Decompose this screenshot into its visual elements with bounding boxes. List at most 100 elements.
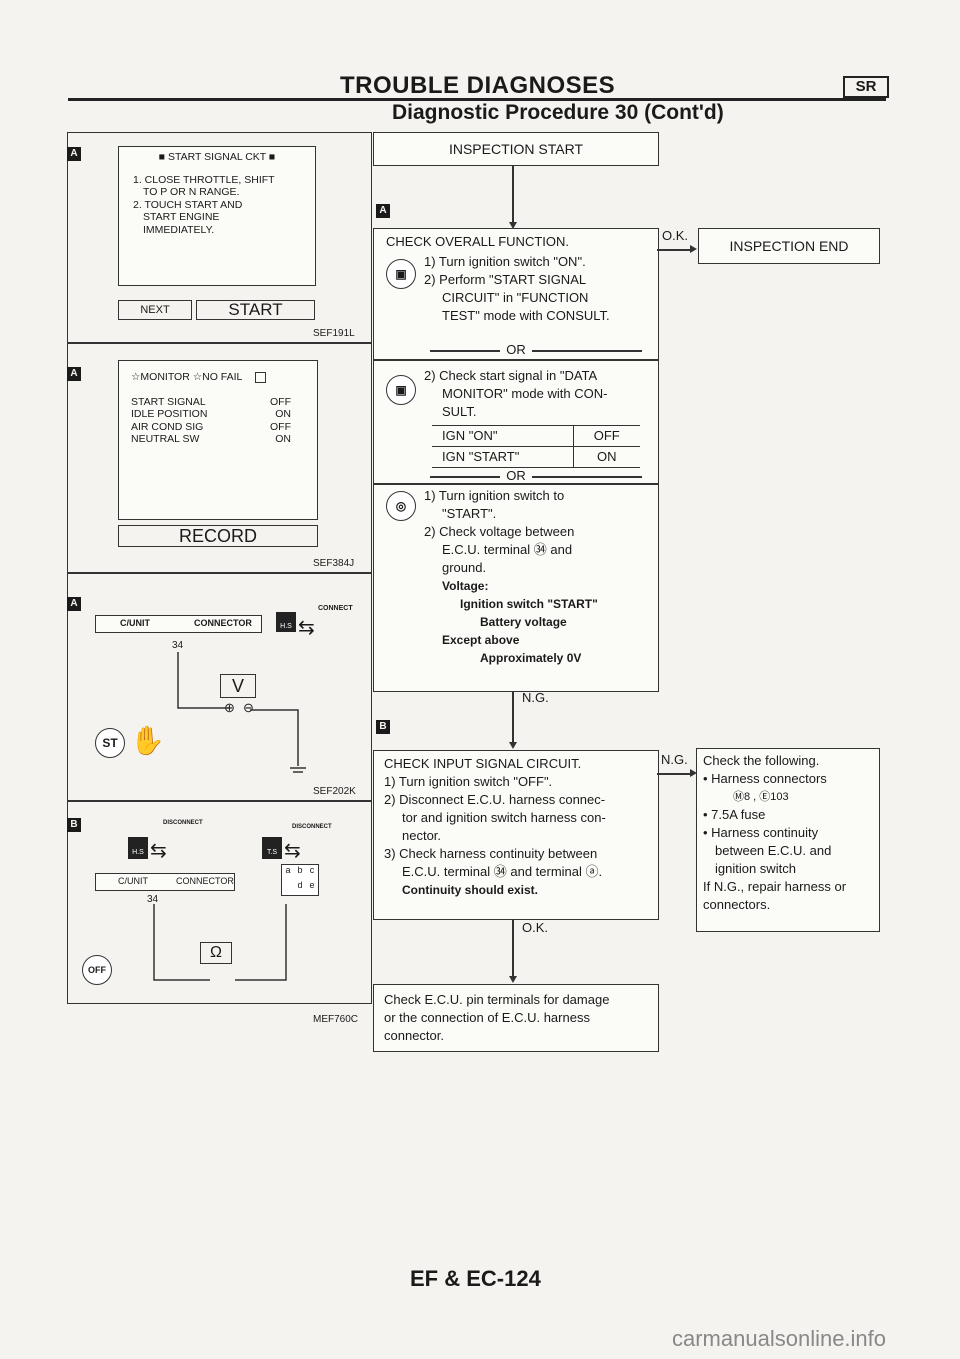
minus-terminal-icon: ⊖ <box>243 700 254 715</box>
monitor-label: IDLE POSITION <box>131 408 208 420</box>
final-line-2: or the connection of E.C.U. harness <box>384 1010 590 1025</box>
check-input-box: CHECK INPUT SIGNAL CIRCUIT. 1) Turn igni… <box>373 750 659 920</box>
panel-divider-2 <box>67 572 372 574</box>
arrow-right-icon <box>690 769 697 777</box>
step-1b: TO P OR N RANGE. <box>143 186 240 198</box>
figure-code-3: SEF202K <box>313 786 356 797</box>
header-rule <box>68 98 886 101</box>
following-item: • Harness connectors <box>703 771 827 786</box>
panel3-badge: A <box>67 597 81 611</box>
step-2: 2. TOUCH START AND <box>133 198 243 211</box>
monitor-label: START SIGNAL <box>131 395 206 408</box>
plug-icon: ⇆ <box>150 840 167 862</box>
voltmeter-icon: V <box>220 674 256 698</box>
connector-line <box>512 920 514 978</box>
plug-icon: ⇆ <box>298 617 315 639</box>
panel-divider-3 <box>67 800 372 802</box>
page-number: EF & EC-124 <box>410 1266 541 1291</box>
continuity-requirement: Continuity should exist. <box>402 883 539 897</box>
approx-voltage-value: Approximately 0V <box>480 651 582 665</box>
pin-label: a <box>285 865 291 875</box>
panel4-badge: B <box>67 818 81 832</box>
except-condition: Except above <box>442 633 520 647</box>
ts-connector-icon: T.S <box>262 837 282 859</box>
monitor-label: AIR COND SIG <box>131 420 204 433</box>
check-following-box: Check the following. • Harness connector… <box>696 748 880 932</box>
figure-code-4: MEF760C <box>313 1014 359 1025</box>
arrow-down-icon <box>509 976 517 983</box>
monitor-value: ON <box>275 408 291 420</box>
table-cell: OFF <box>572 425 640 447</box>
ign-start-condition: Ignition switch "START" <box>460 597 598 611</box>
connector-icon: H.S <box>276 612 296 632</box>
ok-label: O.K. <box>662 228 689 243</box>
connector-line <box>657 773 691 775</box>
disconnect-label-1: DISCONNECT <box>163 820 203 826</box>
figure-code-1: SEF191L <box>313 328 355 339</box>
probe-wiring <box>177 652 306 773</box>
pin-number: 34 <box>147 894 159 905</box>
start-button[interactable]: START <box>196 300 315 320</box>
input-step-1: 1) Turn ignition switch "OFF". <box>384 774 553 789</box>
next-button[interactable]: NEXT <box>118 300 192 320</box>
ignition-start-icon: ST <box>95 728 125 758</box>
ignition-off-icon: OFF <box>82 955 112 985</box>
final-check-box: Check E.C.U. pin terminals for damage or… <box>373 984 659 1052</box>
multimeter-icon: ◎ <box>386 491 416 521</box>
panel1-badge: A <box>67 147 81 161</box>
input-step-2c: nector. <box>402 828 442 843</box>
voltage-step-2: 2) Check voltage between <box>424 524 575 539</box>
connector-ids: Ⓜ8 , Ⓔ103 <box>733 791 789 803</box>
monitor-value: OFF <box>270 420 291 433</box>
following-item: • Harness continuity <box>703 825 819 840</box>
voltage-step-2b: E.C.U. terminal ㉞ and <box>442 542 573 557</box>
monitor-step: 2) Check start signal in "DATA <box>424 368 598 383</box>
inspection-start-box: INSPECTION START <box>373 132 659 166</box>
cunit-connector-bar: C/UNIT CONNECTOR <box>95 615 262 633</box>
step-2b: START ENGINE <box>143 211 220 223</box>
monitor-value: OFF <box>270 395 291 408</box>
arrow-right-icon <box>690 245 697 253</box>
pin-label: b <box>297 865 303 875</box>
overall-step-1: 1) Turn ignition switch "ON". <box>424 254 586 269</box>
consult-icon: ▣ <box>386 259 416 289</box>
watermark: carmanualsonline.info <box>672 1326 887 1351</box>
pin-number: 34 <box>172 640 184 651</box>
panel-divider-1 <box>67 342 372 344</box>
monitor-step-c: SULT. <box>442 404 477 419</box>
cunit-connector-bar: C/UNIT CONNECTOR <box>95 873 235 891</box>
final-line-3: connector. <box>384 1028 444 1043</box>
connect-label: CONNECT <box>318 605 353 612</box>
input-step-3: 3) Check harness continuity between <box>384 846 598 861</box>
step-2c: IMMEDIATELY. <box>143 223 215 236</box>
monitor-label: NEUTRAL SW <box>131 433 200 445</box>
section-code-badge: SR <box>843 76 889 98</box>
connector-line <box>657 249 691 251</box>
cunit-label: C/UNIT <box>120 618 150 628</box>
pin-label: c <box>309 865 315 875</box>
following-item-b: between E.C.U. and <box>715 843 832 858</box>
record-button[interactable]: RECORD <box>118 525 318 547</box>
flow-badge-a: A <box>376 204 390 218</box>
screen-title: ■ START SIGNAL CKT ■ <box>158 151 276 163</box>
continuity-wiring <box>153 904 287 981</box>
checkbox-icon <box>254 371 266 383</box>
check-input-title: CHECK INPUT SIGNAL CIRCUIT. <box>384 756 582 771</box>
repair-note-b: connectors. <box>703 897 771 912</box>
connector-line <box>512 692 514 744</box>
input-step-3b: E.C.U. terminal ㉞ and terminal ⓐ. <box>402 864 603 879</box>
connector-line <box>512 166 514 224</box>
following-item: • 7.5A fuse <box>703 807 766 822</box>
connector-label: CONNECTOR <box>176 876 234 886</box>
table-cell: ON <box>572 446 640 468</box>
page-title: TROUBLE DIAGNOSES <box>340 72 616 99</box>
disconnect-label-2: DISCONNECT <box>292 824 332 830</box>
arrow-down-icon <box>509 742 517 749</box>
consult-screen-start-signal: ■ START SIGNAL CKT ■ 1. CLOSE THROTTLE, … <box>118 146 316 286</box>
ohmmeter-icon: Ω <box>200 942 232 964</box>
ign-state-table: IGN "ON"OFF IGN "START"ON <box>432 425 640 468</box>
ok-label: O.K. <box>522 920 549 935</box>
voltage-step-2c: ground. <box>442 560 487 575</box>
connector-label: CONNECTOR <box>194 618 252 628</box>
